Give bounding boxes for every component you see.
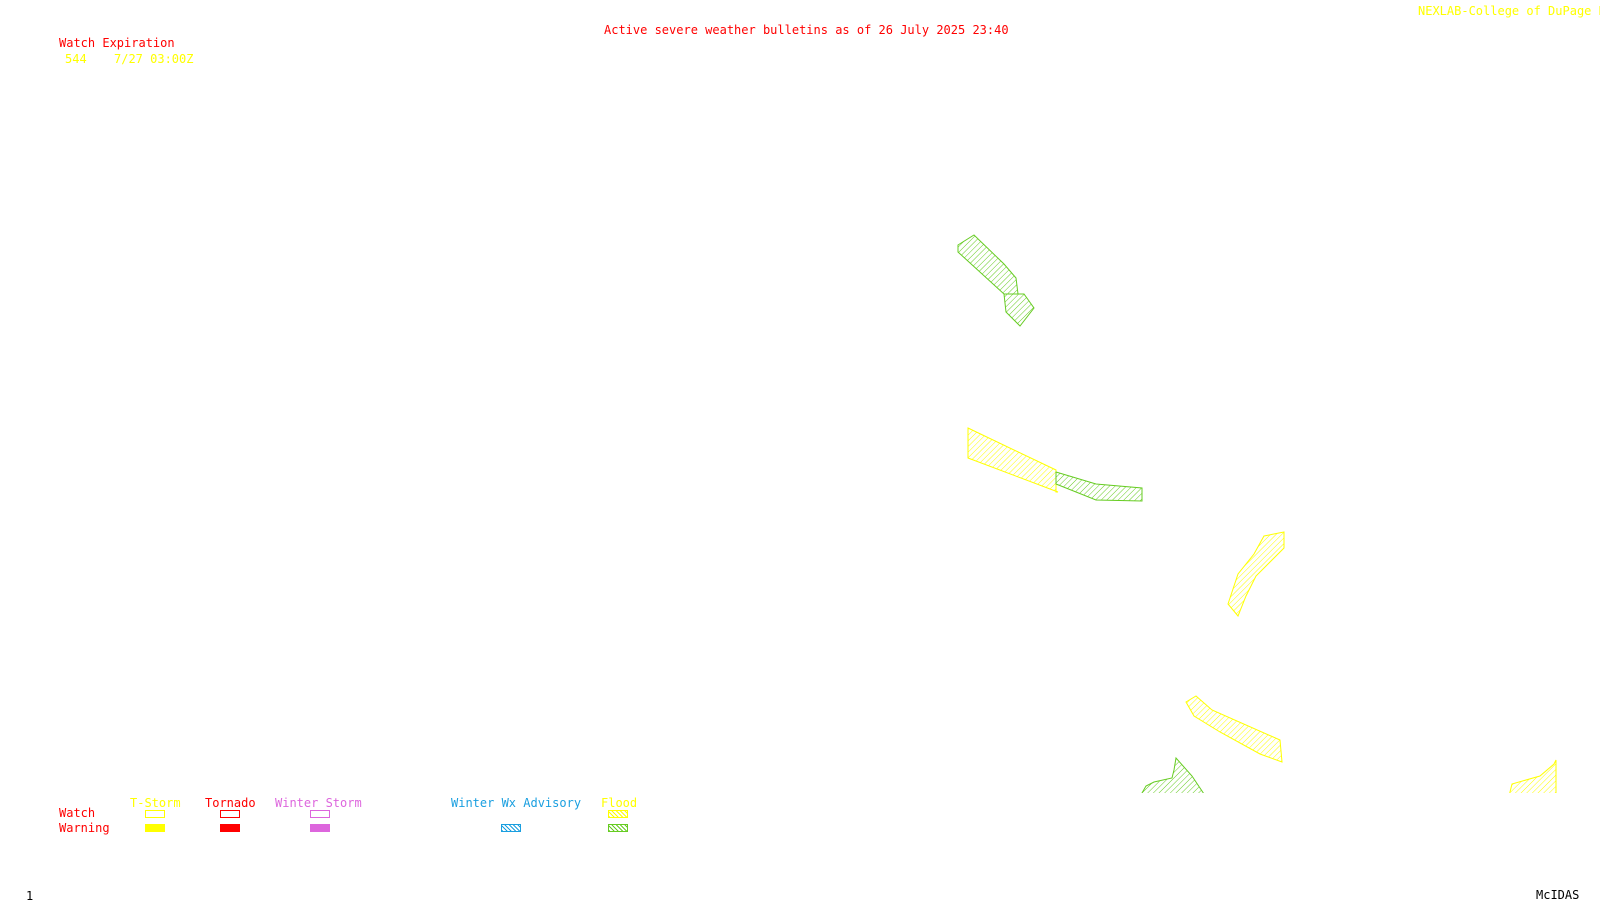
flood-warning-polygon-4 bbox=[1141, 756, 1204, 793]
watch-expiration-heading: Watch Expiration bbox=[59, 36, 175, 50]
flood-watch-swatch bbox=[608, 810, 628, 818]
winter-storm-warning-swatch bbox=[310, 824, 330, 832]
legend-header-winter-storm: Winter Storm bbox=[275, 796, 362, 810]
winter-storm-watch-swatch bbox=[310, 810, 330, 818]
flood-warning-polygon-3 bbox=[1055, 471, 1143, 502]
tornado-watch-swatch bbox=[220, 810, 240, 818]
frame-number: 1 bbox=[26, 889, 34, 900]
legend-header-flood: Flood bbox=[601, 796, 638, 810]
page-title: Active severe weather bulletins as of 26… bbox=[604, 23, 1009, 37]
legend-row-watch: Watch bbox=[59, 806, 96, 820]
legend-header-winter-wx-advisory: Winter Wx Advisory bbox=[451, 796, 582, 810]
tstorm-warning-polygon-4 bbox=[1509, 759, 1557, 793]
tstorm-watch-swatch bbox=[145, 810, 165, 818]
flood-warning-polygon-1 bbox=[957, 234, 1019, 295]
tstorm-warning-polygon-1 bbox=[967, 427, 1059, 493]
watch-expiry-time: 7/27 03:00Z bbox=[114, 52, 194, 66]
legend-header-tstorm: T-Storm bbox=[130, 796, 181, 810]
credit-label: NEXLAB-College of DuPage R bbox=[1418, 4, 1600, 18]
warning-polygons bbox=[957, 234, 1557, 793]
tstorm-warning-polygon-2 bbox=[1227, 531, 1285, 617]
flood-warning-swatch bbox=[608, 824, 628, 832]
watch-number: 544 bbox=[65, 52, 87, 66]
tstorm-warning-swatch bbox=[145, 824, 165, 832]
tornado-warning-swatch bbox=[220, 824, 240, 832]
legend-row-warning: Warning bbox=[59, 821, 110, 835]
flood-warning-polygon-2 bbox=[1003, 293, 1035, 327]
software-label: McIDAS bbox=[1536, 888, 1580, 900]
legend-header-tornado: Tornado bbox=[205, 796, 256, 810]
tstorm-warning-polygon-3 bbox=[1185, 695, 1283, 763]
winter-wx-advisory-swatch bbox=[501, 824, 521, 832]
